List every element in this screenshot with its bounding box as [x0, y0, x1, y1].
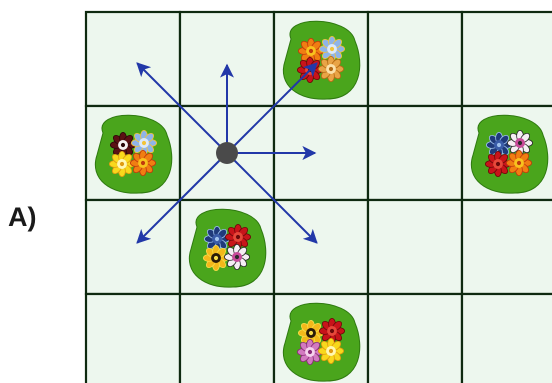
flower-patch-right: [471, 115, 547, 193]
grid-cell: [462, 200, 552, 294]
flower-icon: [318, 338, 343, 363]
grid-cell: [368, 294, 462, 383]
flower-icon: [506, 150, 531, 175]
grid-cell: [462, 294, 552, 383]
player-token[interactable]: [216, 142, 238, 164]
flower-patch-top: [283, 21, 359, 99]
grid-cell: [368, 200, 462, 294]
grid-cell: [368, 106, 462, 200]
flower-patch-bottom: [283, 303, 359, 381]
grid-cell: [368, 12, 462, 106]
flower-patch-left: [95, 115, 171, 193]
grid-cell: [86, 294, 180, 383]
flower-patch-center: [189, 209, 265, 287]
flower-icon: [130, 150, 155, 175]
flower-icon: [318, 56, 343, 81]
flower-icon: [224, 244, 249, 269]
grid-cell: [462, 12, 552, 106]
grid-cell: [180, 294, 274, 383]
